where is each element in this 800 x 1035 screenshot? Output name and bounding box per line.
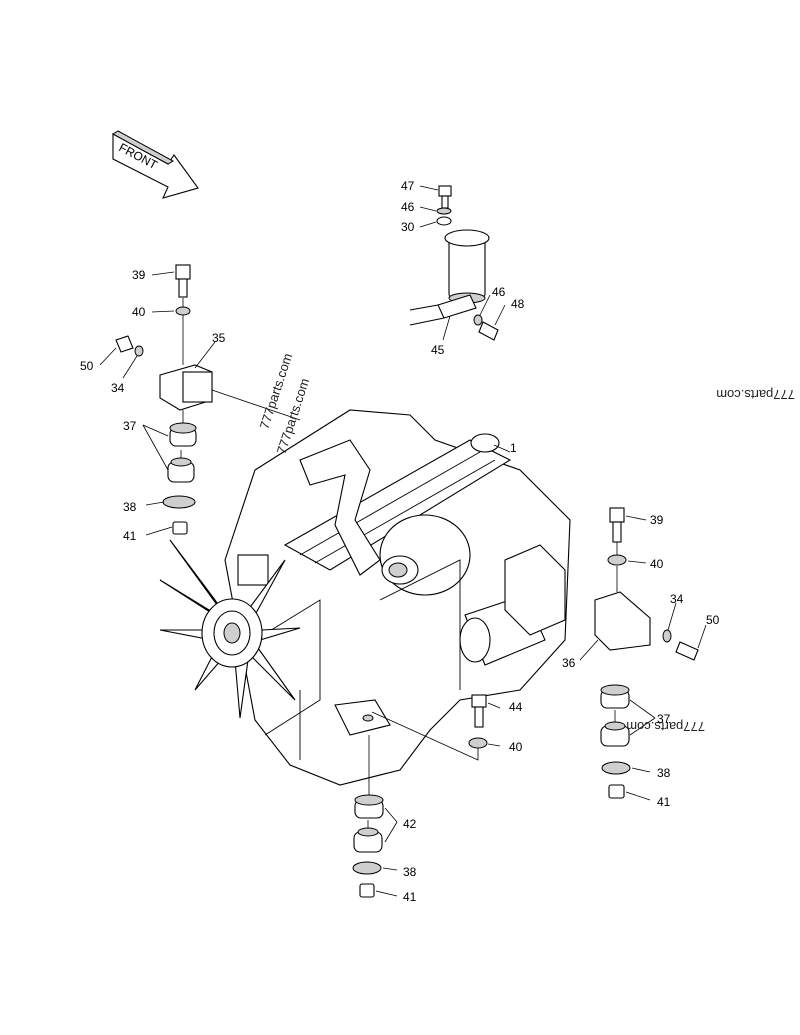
- watermark: 777parts.com: [716, 387, 795, 402]
- callout-36: 36: [562, 656, 576, 670]
- nut-icon: [172, 521, 188, 535]
- callout-1: 1: [510, 441, 517, 455]
- bolt-icon: [175, 264, 191, 298]
- callout-41: 41: [403, 890, 417, 904]
- washer-icon: [607, 554, 627, 566]
- bolt-icon: [478, 321, 499, 341]
- washer-icon: [468, 737, 488, 749]
- callout-37: 37: [657, 712, 671, 726]
- rubber-mount-icon: [600, 684, 630, 709]
- watermark: 777parts.com: [626, 719, 705, 734]
- callout-50: 50: [706, 613, 720, 627]
- fuel-filter-icon: [409, 229, 490, 326]
- callout-46: 46: [401, 200, 415, 214]
- engine-block-icon: [224, 409, 571, 786]
- bolt-icon: [471, 694, 487, 728]
- bolt-icon: [438, 185, 452, 209]
- washer-icon: [662, 629, 672, 643]
- callout-37: 37: [123, 419, 137, 433]
- front-arrow-icon: FRONT: [111, 130, 199, 199]
- callout-47: 47: [401, 179, 415, 193]
- washer-icon: [601, 761, 631, 775]
- callout-35: 35: [212, 331, 226, 345]
- washer-icon: [134, 345, 144, 357]
- callout-40: 40: [650, 557, 664, 571]
- bolt-icon: [609, 507, 625, 543]
- callout-38: 38: [657, 766, 671, 780]
- cooling-fan-icon: [159, 539, 301, 719]
- bolt-icon: [115, 335, 134, 353]
- callout-39: 39: [650, 513, 664, 527]
- callout-48: 48: [511, 297, 525, 311]
- callout-42: 42: [403, 817, 417, 831]
- washer-icon: [175, 306, 191, 316]
- callout-38: 38: [123, 500, 137, 514]
- callout-38: 38: [403, 865, 417, 879]
- rubber-mount-icon: [354, 794, 384, 819]
- washer-icon: [436, 207, 452, 215]
- callout-41: 41: [657, 795, 671, 809]
- rubber-mount-icon: [353, 827, 383, 853]
- nut-icon: [608, 784, 625, 799]
- callout-41: 41: [123, 529, 137, 543]
- rubber-mount-icon: [600, 721, 630, 747]
- bolt-icon: [675, 641, 699, 661]
- rubber-mount-icon: [169, 422, 197, 447]
- callout-50: 50: [80, 359, 94, 373]
- nut-icon: [359, 883, 375, 898]
- callout-30: 30: [401, 220, 415, 234]
- washer-icon: [436, 216, 452, 226]
- bracket-icon: [159, 364, 213, 411]
- callout-34: 34: [111, 381, 125, 395]
- callout-40: 40: [509, 740, 523, 754]
- washer-icon: [352, 861, 382, 875]
- callout-44: 44: [509, 700, 523, 714]
- callout-40: 40: [132, 305, 146, 319]
- bracket-icon: [594, 591, 651, 651]
- callout-34: 34: [670, 592, 684, 606]
- callout-46: 46: [492, 285, 506, 299]
- rubber-mount-icon: [167, 457, 195, 483]
- callout-45: 45: [431, 343, 445, 357]
- callout-39: 39: [132, 268, 146, 282]
- washer-icon: [162, 495, 196, 509]
- washer-icon: [473, 314, 483, 326]
- leader-lines: [99, 185, 707, 897]
